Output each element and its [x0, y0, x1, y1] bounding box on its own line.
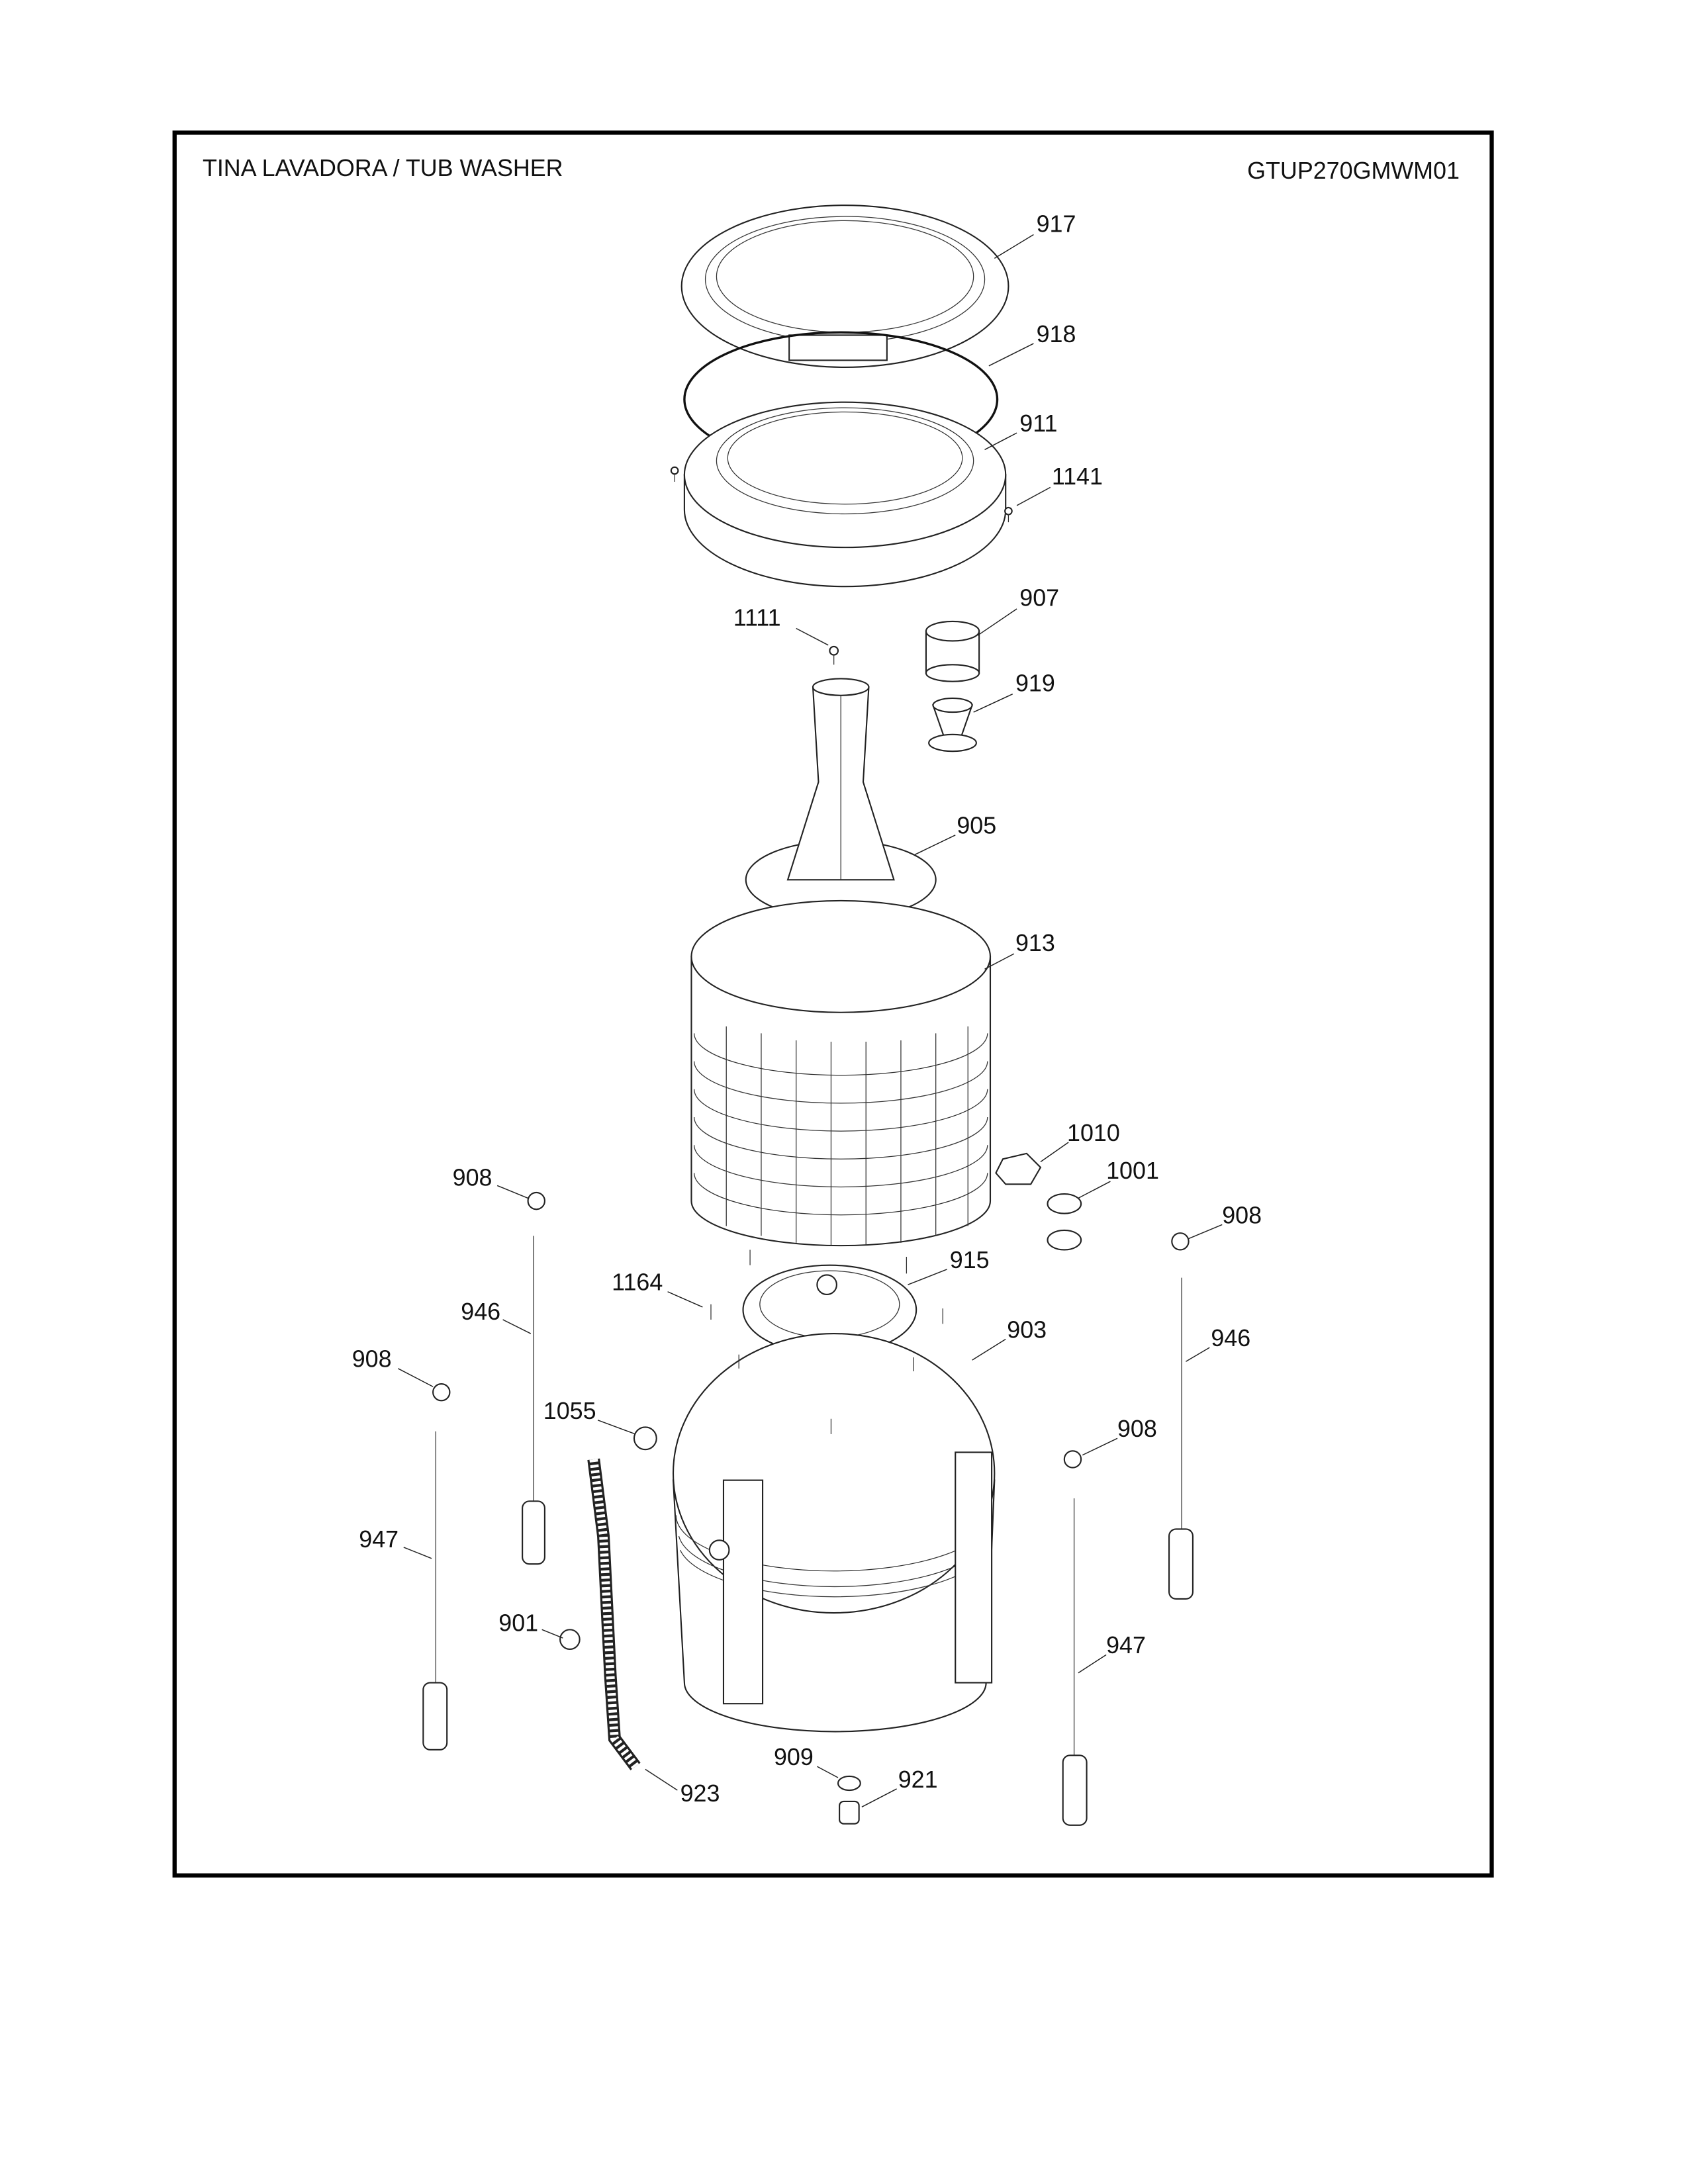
callout-1141: 1141	[1052, 463, 1103, 490]
callout-1164: 1164	[612, 1269, 663, 1296]
callout-947: 947	[359, 1526, 399, 1553]
callout-1055: 1055	[543, 1398, 596, 1424]
callout-946: 946	[1211, 1325, 1250, 1351]
callout-908: 908	[1117, 1416, 1157, 1442]
part-915-hub	[742, 1264, 917, 1355]
callout-908: 908	[352, 1346, 392, 1373]
part-919-cup	[928, 697, 977, 752]
callout-1111: 1111	[733, 604, 781, 631]
callout-907: 907	[1019, 585, 1059, 612]
callout-946: 946	[461, 1298, 500, 1325]
part-913-wash-basket	[690, 899, 992, 1247]
model-number: GTUP270GMWM01	[1247, 158, 1460, 184]
part-909-seal	[837, 1775, 861, 1792]
callout-903: 903	[1007, 1316, 1047, 1343]
part-905-agitator	[745, 678, 937, 920]
callout-919: 919	[1015, 670, 1055, 696]
part-907-cap	[925, 620, 980, 682]
callout-1010: 1010	[1067, 1120, 1120, 1146]
callout-915: 915	[950, 1247, 990, 1273]
callout-918: 918	[1037, 321, 1076, 347]
part-911-balance-ring	[683, 401, 1007, 588]
callout-917: 917	[1037, 210, 1076, 237]
callout-901: 901	[498, 1610, 538, 1636]
part-1001-washer	[1047, 1193, 1082, 1214]
part-903-outer-tub	[672, 1332, 996, 1733]
part-921-plug	[839, 1800, 860, 1825]
part-1055-clamp	[633, 1426, 657, 1451]
callout-908: 908	[1222, 1202, 1262, 1228]
suspension-rod	[422, 1236, 1194, 1826]
callout-921: 921	[898, 1766, 938, 1793]
callout-909: 909	[774, 1744, 814, 1770]
callout-905: 905	[957, 813, 996, 839]
part-901-clamp	[559, 1629, 581, 1650]
callout-913: 913	[1015, 930, 1055, 956]
callout-947: 947	[1106, 1632, 1146, 1659]
callout-923: 923	[680, 1780, 720, 1807]
callout-911: 911	[1019, 410, 1057, 437]
callout-908: 908	[453, 1164, 492, 1191]
part-917-tub-cover	[680, 205, 1009, 368]
diagram-frame	[172, 130, 1494, 1878]
part-1001-washer	[1047, 1229, 1082, 1251]
leader-lines	[398, 234, 1223, 1807]
callout-1001: 1001	[1106, 1158, 1159, 1184]
bolt-icon	[710, 1250, 943, 1434]
diagram-title: TINA LAVADORA / TUB WASHER	[203, 155, 563, 181]
screw-icon	[670, 466, 1013, 665]
part-1010-nut	[995, 1152, 1042, 1185]
part-908-suspension-cap	[432, 1191, 1190, 1469]
